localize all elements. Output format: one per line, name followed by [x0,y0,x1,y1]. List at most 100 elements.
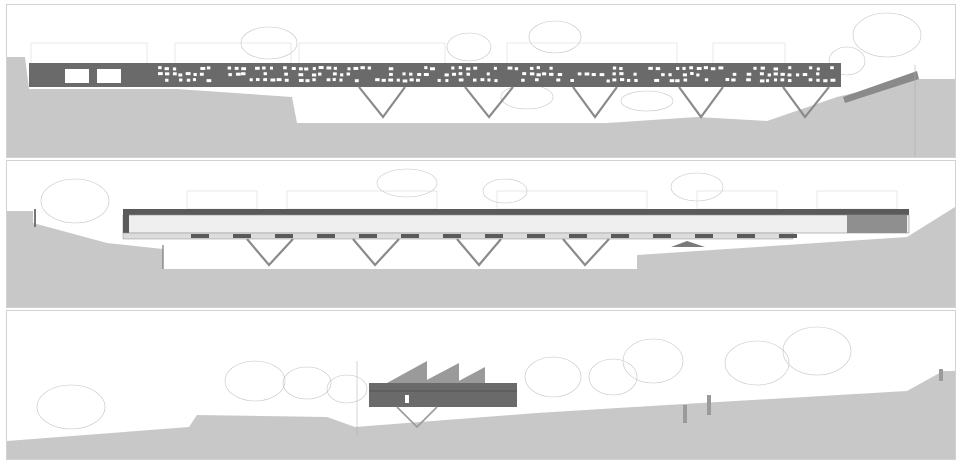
perforation [823,79,828,83]
perforation [409,78,414,82]
perforation [291,66,296,70]
perforation [402,72,406,76]
background-buildings [30,42,786,66]
perforation [340,73,344,77]
perforation [276,78,282,82]
perforation [234,66,239,70]
perforation [304,67,309,71]
pavilion-door [405,395,409,403]
perforation [178,73,183,77]
perforation [683,78,688,82]
perforation [767,73,772,77]
perforation [549,66,553,70]
perforation [627,78,631,82]
perforation [809,66,813,70]
perforation [185,72,191,76]
perforation [795,73,800,77]
perforation [816,67,820,71]
slab-opening [737,234,755,238]
perforation [634,78,638,82]
perforation [262,66,266,70]
perforation [381,78,386,82]
perforation [451,72,457,76]
perforation [388,67,394,71]
roof-blade-3 [455,367,485,383]
perforation [633,72,637,76]
perforation [333,66,337,70]
perforation [704,78,709,82]
perforation [675,79,680,83]
ramp [843,71,919,103]
perforation [668,73,672,77]
perforation [346,72,351,76]
perforation [172,72,177,76]
perforation [396,78,400,82]
perforation [487,78,491,82]
ground-section [7,57,955,157]
perforation [773,67,779,71]
perforation [529,66,534,70]
perforation [542,72,547,76]
perforation [241,72,246,76]
perforation [326,66,332,70]
perforation [746,78,751,82]
perforation [521,78,525,82]
perforation [354,79,359,83]
perforation [375,78,380,82]
perforation [480,78,485,82]
perforation [788,66,792,70]
background-buildings [186,190,898,210]
perforation [493,66,497,70]
perforation [206,66,211,70]
elevation-panel-3 [6,310,956,460]
perforation [584,72,590,76]
perforation [612,66,617,70]
perforation [402,79,408,83]
perforation [326,78,331,82]
perforation [522,72,527,76]
perforation [416,78,420,82]
floor-slab-openings [191,234,797,238]
perforation [353,66,359,70]
perforation [682,66,686,70]
elevation-1-drawing [7,12,955,157]
perforation [689,66,694,70]
perforation [535,78,539,82]
perforation [311,73,317,77]
perforation [612,78,617,82]
perforation [759,79,765,83]
perforation [654,78,660,82]
perforation [227,66,232,70]
perforation [269,66,273,70]
perforation [746,72,752,76]
perforation [164,72,170,76]
slab-opening [275,234,293,238]
slab-opening [527,234,545,238]
perforation [808,78,813,82]
perforation [591,73,596,77]
perforation [298,67,303,71]
perforation [347,67,351,71]
perforation [549,72,554,76]
perforation [690,72,694,76]
trees [36,326,852,430]
trees [40,168,724,224]
perforation [507,66,513,70]
perforation [466,67,471,71]
perforation [472,78,477,82]
perforation [284,78,289,82]
section-2-drawing [7,168,955,307]
slab-opening [401,234,419,238]
perforation [424,66,428,70]
perforation [703,66,708,70]
perforation [536,66,540,70]
ground-section [7,207,955,307]
perforation [200,66,206,70]
perforation [458,78,464,82]
perforation [816,72,820,76]
perforation [199,72,204,76]
perforation [655,67,661,71]
perforation [731,78,736,82]
perforation [780,78,785,82]
